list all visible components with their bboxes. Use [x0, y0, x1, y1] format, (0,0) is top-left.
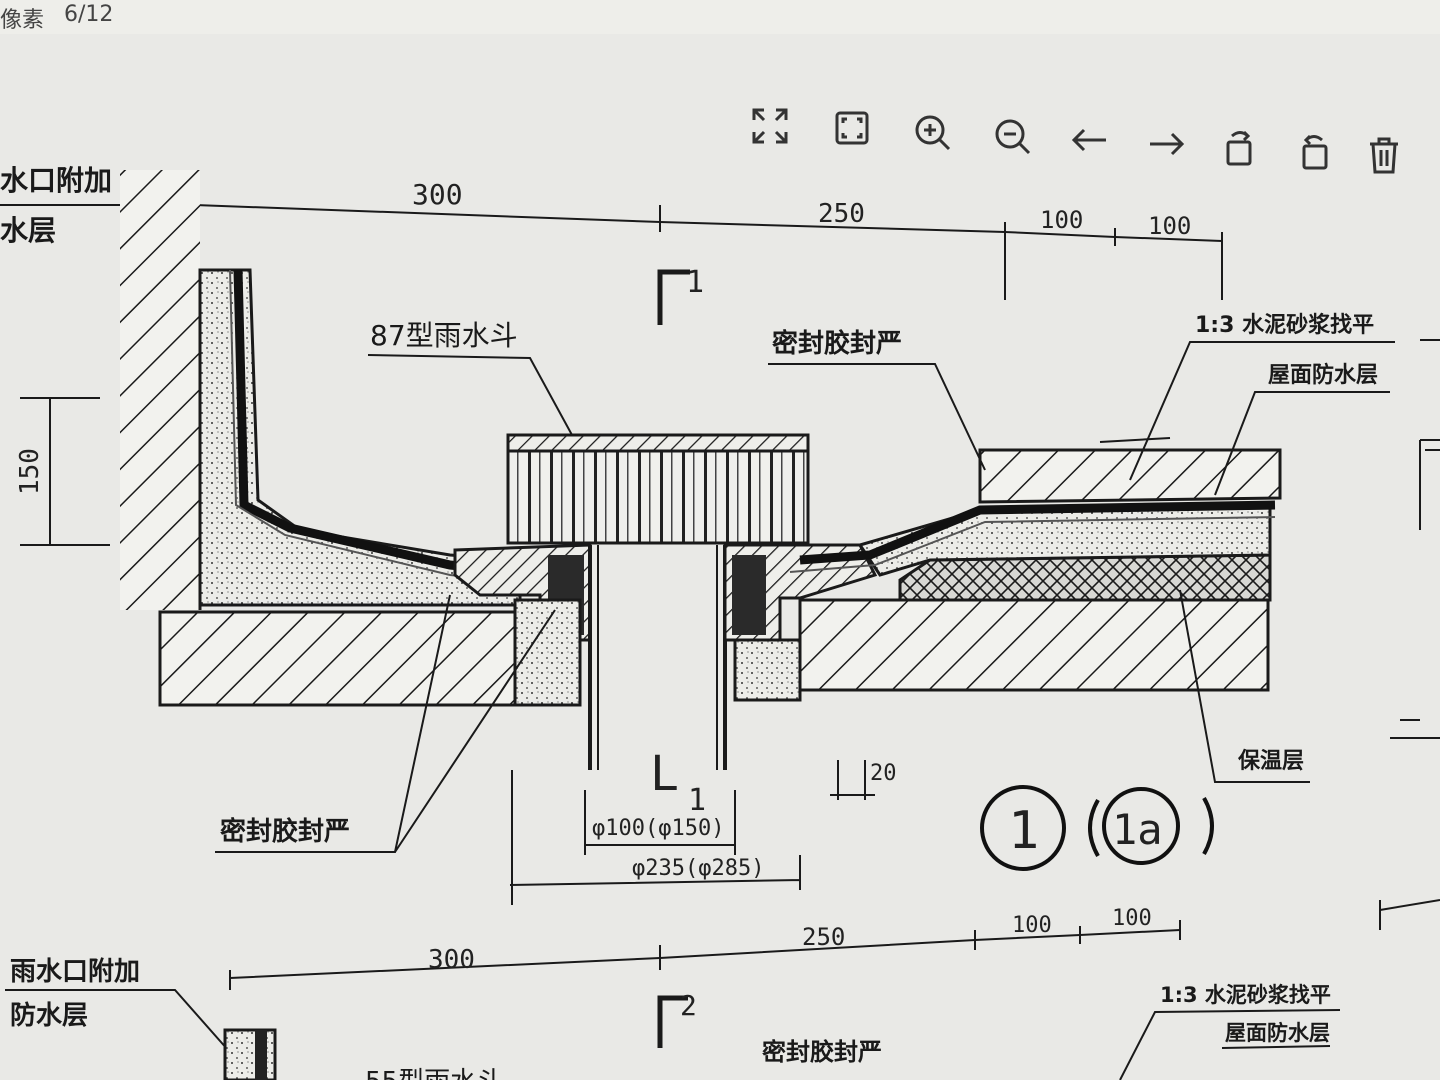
viewer-header: 像素 6/12 — [0, 0, 1440, 34]
rotate-right-button[interactable] — [1292, 130, 1336, 174]
dim-300: 300 — [412, 178, 463, 211]
section-marker-1-number: 1 — [686, 265, 704, 300]
next-arrow-icon — [1150, 132, 1185, 156]
right-waterproof-membrane — [799, 500, 1276, 565]
pipe-label-subscript: 1 — [688, 783, 706, 818]
detail2-leader-left — [5, 989, 229, 1051]
drain-pipe — [588, 545, 727, 770]
label-drain-additional-waterproof: 水口附加 — [0, 164, 112, 197]
dim-100-a: 100 — [1040, 206, 1083, 234]
previous-button[interactable] — [1068, 118, 1112, 162]
left-structural-slab — [158, 610, 522, 707]
sealant-right — [732, 555, 766, 635]
detail2-dimension-line — [229, 920, 1181, 990]
label-sealant-right: 密封胶封严 — [772, 328, 902, 359]
detail2-label-drain-additional: 雨水口附加 — [10, 957, 140, 987]
viewer-toolbar — [740, 104, 1420, 174]
detail2-label-55-drain: 55型雨水斗 — [365, 1067, 502, 1080]
fullscreen-button[interactable] — [748, 104, 792, 148]
section-marker-2-number: 2 — [680, 989, 697, 1022]
right-structural-slab — [798, 598, 1270, 692]
leader-mortar — [1129, 341, 1395, 481]
detail2-dim-100-b: 100 — [1112, 906, 1152, 931]
detail-callout: 1 1a — [980, 785, 1214, 871]
rotate-right-icon — [1302, 134, 1328, 170]
detail2-dim-250: 250 — [802, 923, 845, 951]
leader-roof-waterproof — [1214, 391, 1390, 496]
detail2-wall — [223, 1028, 277, 1080]
pipe-label: L — [650, 746, 679, 802]
right-edge-fragments — [1379, 339, 1440, 930]
leader-insulation — [1179, 589, 1310, 783]
dim-20: 20 — [870, 761, 897, 786]
section-marker-1: 1 — [657, 265, 704, 325]
previous-arrow-icon — [1071, 128, 1106, 152]
dim-150: 150 — [15, 448, 45, 495]
diameter-dimensions — [509, 770, 801, 905]
label-sealant-bottom: 密封胶封严 — [220, 816, 350, 847]
leader-sealant-right — [768, 363, 986, 471]
rotate-left-button[interactable] — [1218, 126, 1262, 170]
callout-alt-number: 1a — [1112, 805, 1163, 854]
delete-button[interactable] — [1362, 134, 1406, 178]
leader-sealant-bottom — [215, 594, 556, 853]
detail2-leader-right — [1119, 1009, 1341, 1080]
zoom-in-icon — [915, 115, 951, 151]
viewer-title: 像素 — [0, 8, 45, 33]
label-87-drain: 87型雨水斗 — [370, 319, 518, 352]
detail2-label-roof-waterproof: 屋面防水层 — [1225, 1021, 1330, 1045]
left-waterproof-membrane — [233, 269, 521, 577]
dim-20-line — [830, 760, 875, 800]
detail2-label-drain-additional-line2: 防水层 — [10, 1001, 88, 1031]
label-drain-additional-waterproof-line2: 水层 — [0, 214, 56, 247]
dim-150-line — [20, 397, 110, 546]
label-mortar-screed: 1:3 水泥砂浆找平 — [1195, 312, 1374, 338]
fit-to-window-button[interactable] — [830, 106, 874, 150]
parapet-wall — [120, 170, 202, 610]
detail2-dim-100-a: 100 — [1012, 913, 1052, 938]
delete-icon — [1370, 137, 1398, 174]
fit-to-window-icon — [835, 111, 869, 145]
dim-250: 250 — [818, 199, 865, 229]
next-button[interactable] — [1144, 122, 1188, 166]
detail2-label-mortar: 1:3 水泥砂浆找平 — [1160, 983, 1331, 1007]
zoom-in-button[interactable] — [910, 110, 954, 154]
dim-phi100: φ100(φ150) — [592, 816, 724, 841]
dim-phi235: φ235(φ285) — [632, 856, 764, 881]
detail2-dim-300: 300 — [428, 945, 475, 975]
leader-87-drain — [367, 354, 573, 436]
callout-main-number: 1 — [1008, 801, 1039, 861]
dim-100-b: 100 — [1148, 212, 1191, 240]
label-roof-waterproof: 屋面防水层 — [1268, 363, 1378, 388]
zoom-out-icon — [995, 119, 1031, 155]
insulation-layer — [898, 553, 1272, 602]
fullscreen-icon — [752, 108, 788, 144]
zoom-out-button[interactable] — [990, 114, 1034, 158]
page-counter: 6/12 — [64, 2, 114, 27]
label-insulation: 保温层 — [1237, 749, 1304, 774]
protective-top-layer — [978, 448, 1282, 504]
rotate-left-icon — [1226, 130, 1252, 166]
section-marker-2: 2 — [657, 989, 697, 1048]
drain-grate-87 — [506, 433, 810, 545]
detail2-label-sealant: 密封胶封严 — [762, 1038, 882, 1066]
